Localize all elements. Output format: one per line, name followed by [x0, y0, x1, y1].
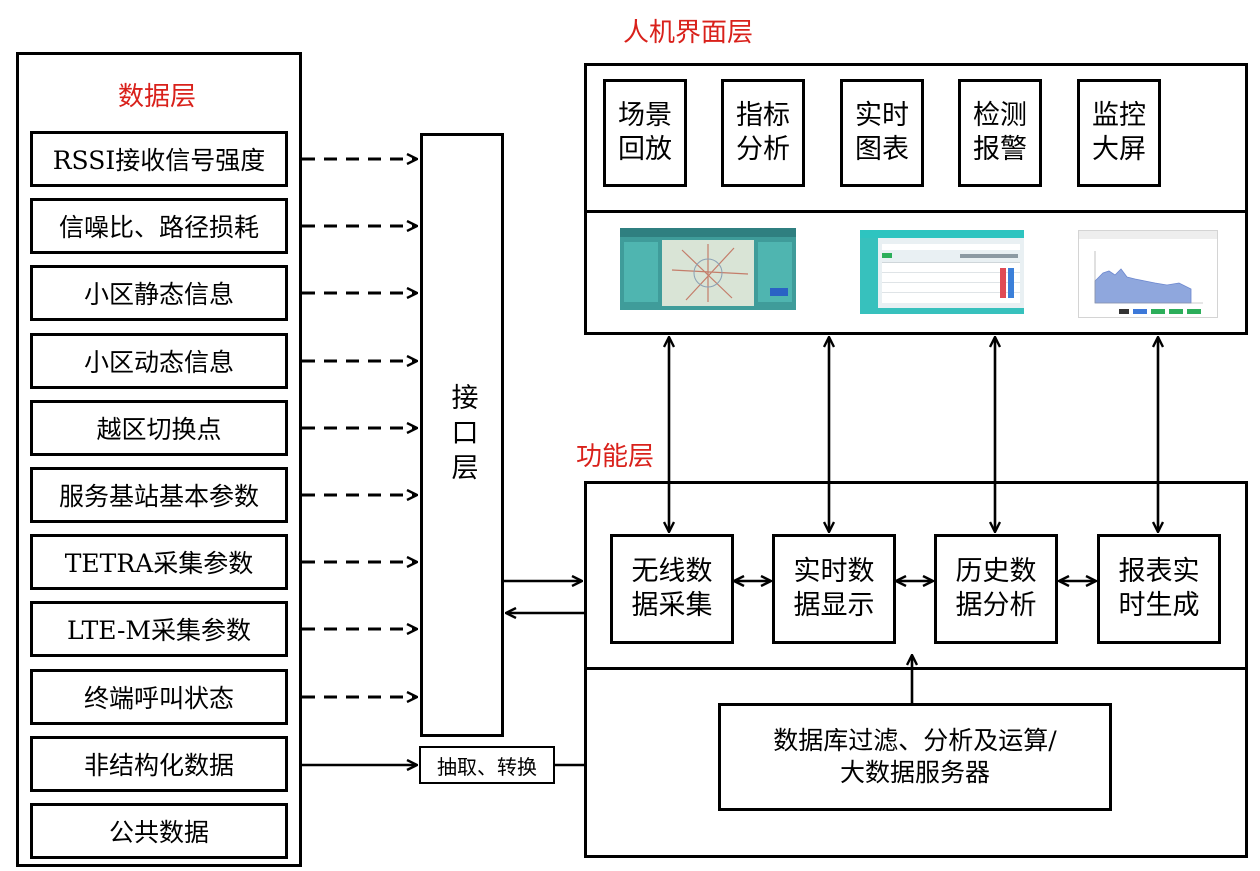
data-item-label: 非结构化数据 [83, 751, 234, 780]
function-layer-divider [584, 667, 1248, 670]
function-module-2: 实时数 据显示 [772, 534, 896, 644]
function-module-label: 无线数 据采集 [631, 556, 713, 621]
database-server-box: 数据库过滤、分析及运算/ 大数据服务器 [718, 703, 1112, 811]
data-item-label: 服务基站基本参数 [58, 482, 259, 511]
ui-layer-divider [584, 210, 1248, 213]
data-layer-title: 数据层 [118, 82, 197, 112]
ui-module-5: 监控 大屏 [1077, 79, 1161, 187]
ui-layer-title: 人机界面层 [623, 18, 754, 48]
ui-module-4: 检测 报警 [958, 79, 1042, 187]
data-item-label: 信噪比、路径损耗 [58, 213, 259, 242]
ui-module-3: 实时 图表 [840, 79, 924, 187]
data-item-3: 小区静态信息 [30, 265, 288, 321]
indicator-analysis-screenshot [860, 230, 1024, 314]
data-item-6: 服务基站基本参数 [30, 467, 288, 523]
scene-replay-screenshot [620, 228, 796, 310]
function-module-1: 无线数 据采集 [610, 534, 734, 644]
data-item-label: LTE-M采集参数 [67, 616, 251, 645]
function-module-label: 报表实 时生成 [1118, 556, 1200, 621]
data-item-label: 小区静态信息 [83, 280, 234, 309]
interface-layer-box: 接口层 [420, 133, 504, 737]
ui-module-label: 检测 报警 [973, 100, 1027, 165]
function-module-label: 实时数 据显示 [793, 556, 875, 621]
function-module-label: 历史数 据分析 [955, 556, 1037, 621]
data-item-9: 终端呼叫状态 [30, 669, 288, 725]
realtime-chart-screenshot [1078, 230, 1218, 318]
data-item-4: 小区动态信息 [30, 333, 288, 389]
ui-module-1: 场景 回放 [603, 79, 687, 187]
data-item-5: 越区切换点 [30, 400, 288, 456]
data-item-label: 越区切换点 [96, 415, 222, 444]
data-item-label: RSSI接收信号强度 [52, 146, 266, 175]
database-server-label: 数据库过滤、分析及运算/ 大数据服务器 [773, 726, 1057, 787]
ui-module-label: 场景 回放 [618, 100, 672, 165]
data-item-11: 公共数据 [30, 803, 288, 859]
data-item-label: 小区动态信息 [83, 348, 234, 377]
interface-layer-label: 接口层 [446, 382, 478, 488]
ui-module-label: 监控 大屏 [1092, 100, 1146, 165]
data-item-8: LTE-M采集参数 [30, 601, 288, 657]
data-item-7: TETRA采集参数 [30, 534, 288, 590]
function-module-3: 历史数 据分析 [934, 534, 1058, 644]
function-layer-title: 功能层 [576, 442, 655, 472]
extract-transform-box: 抽取、转换 [419, 746, 555, 784]
data-item-10: 非结构化数据 [30, 736, 288, 792]
data-item-label: 终端呼叫状态 [83, 684, 234, 713]
ui-module-label: 指标 分析 [736, 100, 790, 165]
data-item-label: 公共数据 [108, 818, 209, 847]
data-item-1: RSSI接收信号强度 [30, 131, 288, 187]
extract-transform-label: 抽取、转换 [437, 754, 537, 779]
data-item-2: 信噪比、路径损耗 [30, 198, 288, 254]
ui-module-label: 实时 图表 [855, 100, 909, 165]
data-item-label: TETRA采集参数 [64, 549, 254, 578]
function-module-4: 报表实 时生成 [1097, 534, 1221, 644]
ui-module-2: 指标 分析 [721, 79, 805, 187]
data-layer-panel [16, 52, 302, 867]
